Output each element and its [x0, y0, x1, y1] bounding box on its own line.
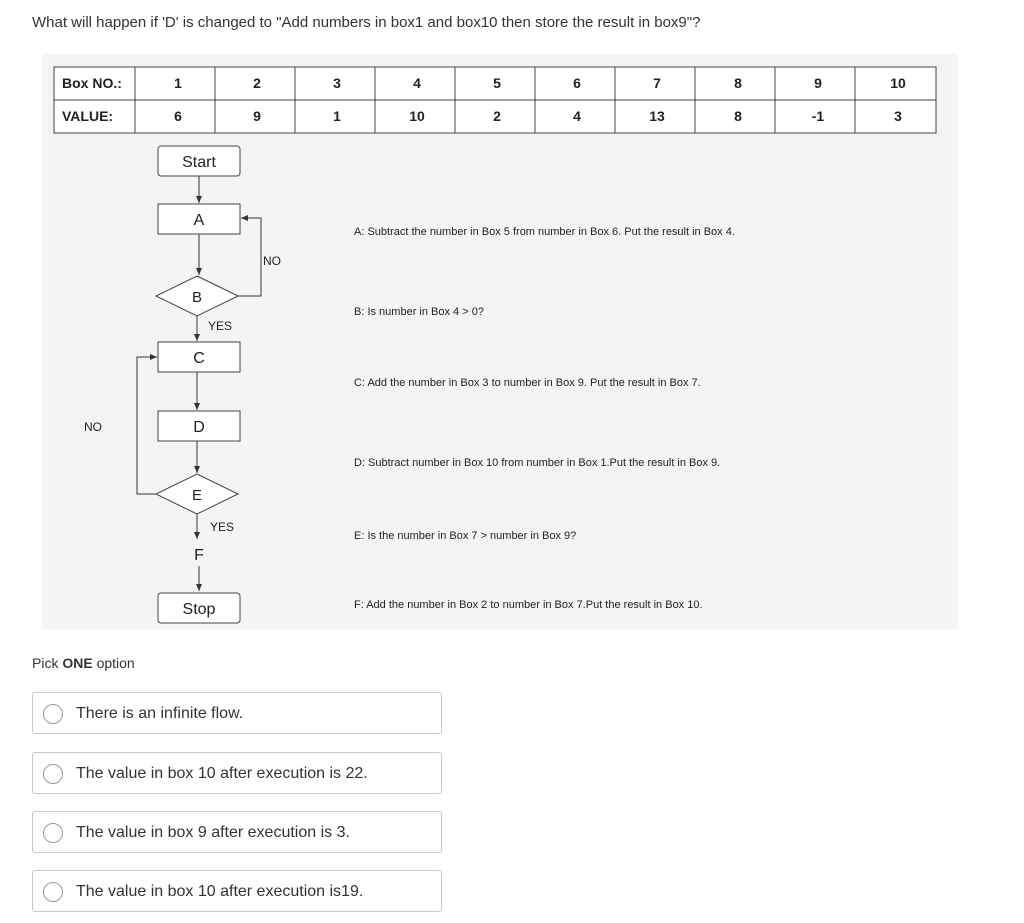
box-number-3: 3	[333, 75, 341, 91]
question-text: What will happen if 'D' is changed to "A…	[32, 14, 701, 31]
description-b: B: Is number in Box 4 > 0?	[354, 306, 484, 318]
box-number-9: 9	[814, 75, 822, 91]
process-f-label: F	[194, 547, 204, 564]
box-value-3: 1	[333, 108, 341, 124]
radio-button-icon[interactable]	[43, 823, 63, 843]
process-a-label: A	[194, 212, 205, 229]
box-value-table: Box NO.: VALUE: 1 2 3 4 5 6 7 8 9 10 6 9…	[53, 66, 937, 134]
process-d	[157, 410, 241, 442]
box-number-1: 1	[174, 75, 182, 91]
arrow-e-no-to-c	[136, 354, 157, 495]
process-d-label: D	[193, 419, 205, 436]
option-2-text: The value in box 10 after execution is 2…	[76, 765, 368, 782]
process-c-label: C	[193, 350, 205, 367]
box-number-8: 8	[734, 75, 742, 91]
option-3[interactable]: The value in box 9 after execution is 3.	[32, 811, 442, 853]
radio-button-icon[interactable]	[43, 704, 63, 724]
stop-label: Stop	[183, 601, 216, 618]
radio-button-icon[interactable]	[43, 882, 63, 902]
box-number-header: Box NO.:	[62, 75, 122, 91]
box-number-10: 10	[890, 75, 906, 91]
box-value-1: 6	[174, 108, 182, 124]
option-1[interactable]: There is an infinite flow.	[32, 692, 442, 734]
box-value-10: 3	[894, 108, 902, 124]
box-value-9: -1	[812, 108, 825, 124]
option-2[interactable]: The value in box 10 after execution is 2…	[32, 752, 442, 794]
description-a: A: Subtract the number in Box 5 from num…	[354, 226, 735, 238]
box-number-7: 7	[653, 75, 661, 91]
stop-terminal	[157, 592, 241, 624]
description-e: E: Is the number in Box 7 > number in Bo…	[354, 530, 576, 542]
process-a	[157, 203, 241, 235]
description-d: D: Subtract number in Box 10 from number…	[354, 457, 720, 469]
flowchart-figure: Box NO.: VALUE: 1 2 3 4 5 6 7 8 9 10 6 9…	[42, 54, 958, 629]
box-value-2: 9	[253, 108, 261, 124]
process-c	[157, 341, 241, 373]
decision-e-label: E	[192, 487, 202, 504]
decision-b-label: B	[192, 289, 202, 306]
radio-button-icon[interactable]	[43, 764, 63, 784]
arrow-b-no-to-a	[238, 215, 262, 297]
flowchart-svg: Box NO.: VALUE: 1 2 3 4 5 6 7 8 9 10 6 9…	[53, 66, 937, 624]
box-value-6: 4	[573, 108, 581, 124]
option-3-text: The value in box 9 after execution is 3.	[76, 824, 350, 841]
box-number-6: 6	[573, 75, 581, 91]
box-number-2: 2	[253, 75, 261, 91]
box-value-8: 8	[734, 108, 742, 124]
decision-e-yes-label: YES	[210, 520, 234, 534]
box-number-5: 5	[493, 75, 501, 91]
box-value-5: 2	[493, 108, 501, 124]
decision-b-yes-label: YES	[208, 319, 232, 333]
option-1-text: There is an infinite flow.	[76, 705, 244, 722]
pick-one-label: Pick ONE option	[32, 655, 135, 671]
box-number-4: 4	[413, 75, 421, 91]
value-header: VALUE:	[62, 108, 113, 124]
decision-e-no-label: NO	[84, 420, 102, 434]
box-value-4: 10	[409, 108, 425, 124]
start-label: Start	[182, 154, 216, 171]
option-4-text: The value in box 10 after execution is19…	[76, 883, 364, 900]
description-f: F: Add the number in Box 2 to number in …	[354, 599, 703, 611]
box-value-7: 13	[649, 108, 665, 124]
description-c: C: Add the number in Box 3 to number in …	[354, 377, 701, 389]
option-4[interactable]: The value in box 10 after execution is19…	[32, 870, 442, 912]
decision-b-no-label: NO	[263, 254, 281, 268]
